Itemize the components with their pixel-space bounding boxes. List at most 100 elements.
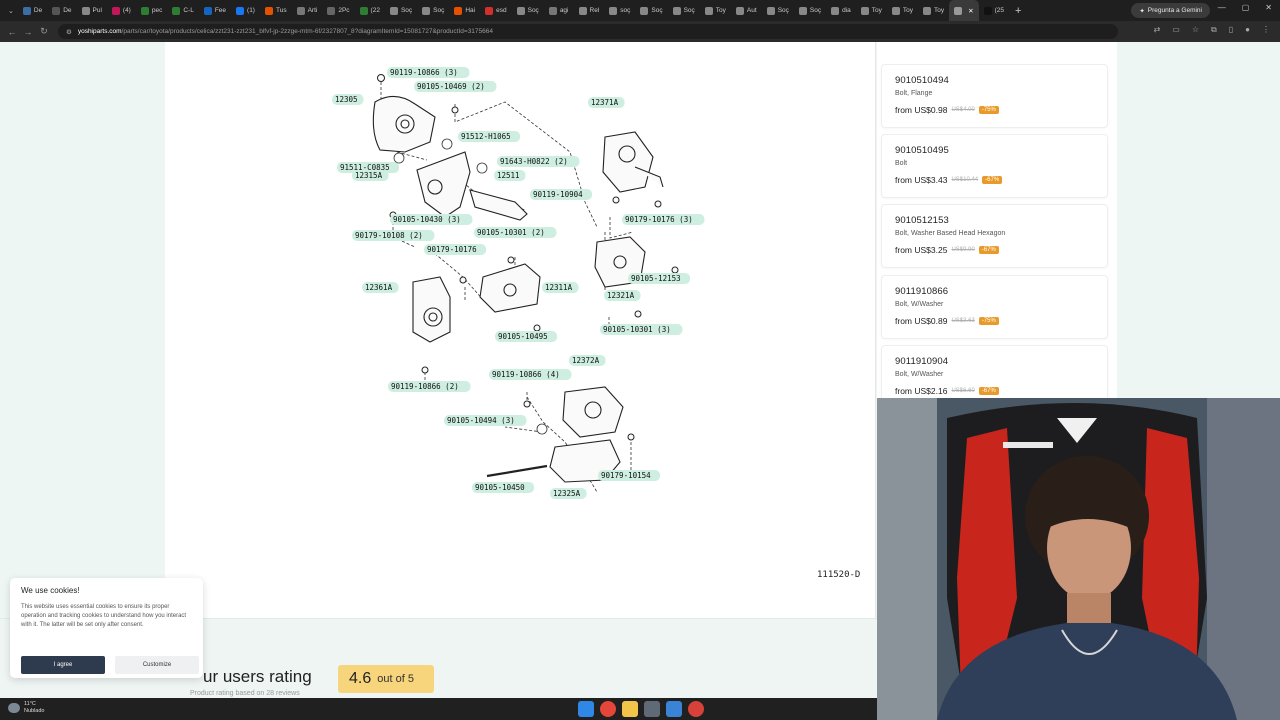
browser-tab[interactable]: C-L xyxy=(167,0,198,21)
diagram-part-label[interactable]: 12371A xyxy=(591,98,619,107)
address-bar[interactable]: ⚙ yoshiparts.com/parts/car/toyota/produc… xyxy=(58,24,1118,39)
star-icon[interactable]: ☆ xyxy=(1191,25,1200,34)
chrome-icon[interactable] xyxy=(600,701,616,717)
browser-tab[interactable]: (1) xyxy=(231,0,260,21)
diagram-part-label[interactable]: 90105-10301 (2) xyxy=(477,228,545,237)
minimize-icon[interactable]: — xyxy=(1217,3,1226,12)
diagram-part-label[interactable]: 12311A xyxy=(545,283,573,292)
browser-tab[interactable]: Soç xyxy=(762,0,794,21)
calendar-icon[interactable] xyxy=(644,701,660,717)
app-icon[interactable] xyxy=(688,701,704,717)
translate-icon[interactable]: ⇄ xyxy=(1153,25,1161,34)
browser-tab[interactable]: Soç xyxy=(512,0,544,21)
profile-avatar[interactable]: ● xyxy=(1245,25,1250,34)
diagram-part-label[interactable]: 90105-12153 xyxy=(631,274,681,283)
browser-tab[interactable]: (22 xyxy=(355,0,385,21)
browser-tab[interactable]: Hai xyxy=(449,0,480,21)
part-old-price: US$3.63 xyxy=(951,318,975,324)
extensions-icon[interactable]: ⧉ xyxy=(1211,25,1217,34)
diagram-part-label[interactable]: 91511-C0835 xyxy=(340,163,390,172)
browser-tab[interactable]: Pul xyxy=(77,0,107,21)
diagram-part-label[interactable]: 91643-H0822 (2) xyxy=(500,157,568,166)
browser-tab[interactable]: soç xyxy=(604,0,635,21)
part-number[interactable]: 9010510494 xyxy=(895,75,949,86)
browser-tab[interactable]: Toy xyxy=(887,0,918,21)
agree-button[interactable]: I agree xyxy=(21,656,105,674)
diagram-part-label[interactable]: 90179-10154 xyxy=(601,471,651,480)
menu-icon[interactable]: ⋮ xyxy=(1262,25,1270,34)
diagram-part-label[interactable]: 90119-10866 (4) xyxy=(492,370,560,379)
diagram-part-label[interactable]: 90105-10495 xyxy=(498,332,548,341)
gemini-button[interactable]: ✦ Pregunta a Gemini xyxy=(1131,3,1210,18)
diagram-part-label[interactable]: 90105-10494 (3) xyxy=(447,416,515,425)
browser-tab[interactable]: ✕ xyxy=(949,0,979,21)
browser-tab[interactable]: De xyxy=(47,0,76,21)
browser-tab[interactable]: pec xyxy=(136,0,167,21)
browser-tab[interactable]: Soç xyxy=(668,0,700,21)
mail-icon[interactable] xyxy=(666,701,682,717)
diagram-part-label[interactable]: 12325A xyxy=(553,489,581,498)
diagram-part-label[interactable]: 90105-10469 (2) xyxy=(417,82,485,91)
diagram-part-label[interactable]: 90179-10176 xyxy=(427,245,477,254)
browser-tab[interactable]: Toy xyxy=(918,0,949,21)
site-info-icon[interactable]: ⚙ xyxy=(66,28,72,36)
browser-tab[interactable]: (4) xyxy=(107,0,136,21)
diagram-part-label[interactable]: 12321A xyxy=(607,291,635,300)
close-icon[interactable]: ✕ xyxy=(1265,3,1272,12)
browser-tab[interactable]: Toy xyxy=(700,0,731,21)
diagram-part-label[interactable]: 90105-10450 xyxy=(475,483,525,492)
windows-start-icon[interactable] xyxy=(578,701,594,717)
browser-tab[interactable]: De xyxy=(18,0,47,21)
sidebar-icon[interactable]: ▯ xyxy=(1228,25,1234,34)
diagram-part-label[interactable]: 12372A xyxy=(572,356,600,365)
browser-tab[interactable]: (25 xyxy=(979,0,1009,21)
browser-tab[interactable]: esd xyxy=(480,0,511,21)
browser-tab[interactable]: Soç xyxy=(385,0,417,21)
restore-icon[interactable]: ▢ xyxy=(1241,3,1250,12)
part-number[interactable]: 9011910904 xyxy=(895,356,949,367)
back-icon[interactable]: ← xyxy=(7,26,17,37)
diagram-label-bg xyxy=(444,415,527,426)
browser-tab[interactable]: Soç xyxy=(635,0,667,21)
diagram-part-label[interactable]: 90105-10430 (3) xyxy=(393,215,461,224)
diagram-part-label[interactable]: 12305 xyxy=(335,95,358,104)
tab-close-icon[interactable]: ✕ xyxy=(968,7,974,15)
browser-tab[interactable]: Fee xyxy=(199,0,231,21)
diagram-part-label[interactable]: 12511 xyxy=(497,171,520,180)
diagram-part-label[interactable]: 12315A xyxy=(355,171,383,180)
part-number[interactable]: 9010510495 xyxy=(895,145,949,156)
browser-tab[interactable]: agi xyxy=(544,0,574,21)
browser-tab[interactable]: Soç xyxy=(794,0,826,21)
part-number[interactable]: 9011910866 xyxy=(895,286,949,297)
new-tab-button[interactable]: + xyxy=(1015,4,1022,17)
browser-tab[interactable]: Rel xyxy=(574,0,605,21)
diagram-part-label[interactable]: 12361A xyxy=(365,283,393,292)
reload-icon[interactable]: ↻ xyxy=(40,26,48,36)
diagram-part-label[interactable]: 90119-10904 xyxy=(533,190,583,199)
customize-button[interactable]: Customize xyxy=(115,656,199,674)
diagram-part-label[interactable]: 90179-10108 (2) xyxy=(355,231,423,240)
browser-tab[interactable]: Soç xyxy=(417,0,449,21)
diagram-part-label[interactable]: 91512-H1065 xyxy=(461,132,511,141)
file-explorer-icon[interactable] xyxy=(622,701,638,717)
part-number[interactable]: 9010512153 xyxy=(895,215,949,226)
diagram-part-label[interactable]: 90105-10301 (3) xyxy=(603,325,671,334)
diagram-part-label[interactable]: 90179-10176 (3) xyxy=(625,215,693,224)
browser-tab[interactable]: Aut xyxy=(731,0,762,21)
browser-tab[interactable]: Arti xyxy=(292,0,323,21)
diagram-part-label[interactable]: 90119-10866 (2) xyxy=(391,382,459,391)
tab-search-icon[interactable]: ⌄ xyxy=(8,7,14,15)
browser-tab[interactable]: 2Pc xyxy=(322,0,354,21)
diagram-part-label[interactable]: 90119-10866 (3) xyxy=(390,68,458,77)
browser-tab[interactable]: dia xyxy=(826,0,856,21)
browser-tab[interactable]: Toy xyxy=(856,0,887,21)
forward-icon[interactable]: → xyxy=(23,26,33,37)
cast-icon[interactable]: ▭ xyxy=(1172,25,1180,34)
browser-tab[interactable]: Tus xyxy=(260,0,292,21)
